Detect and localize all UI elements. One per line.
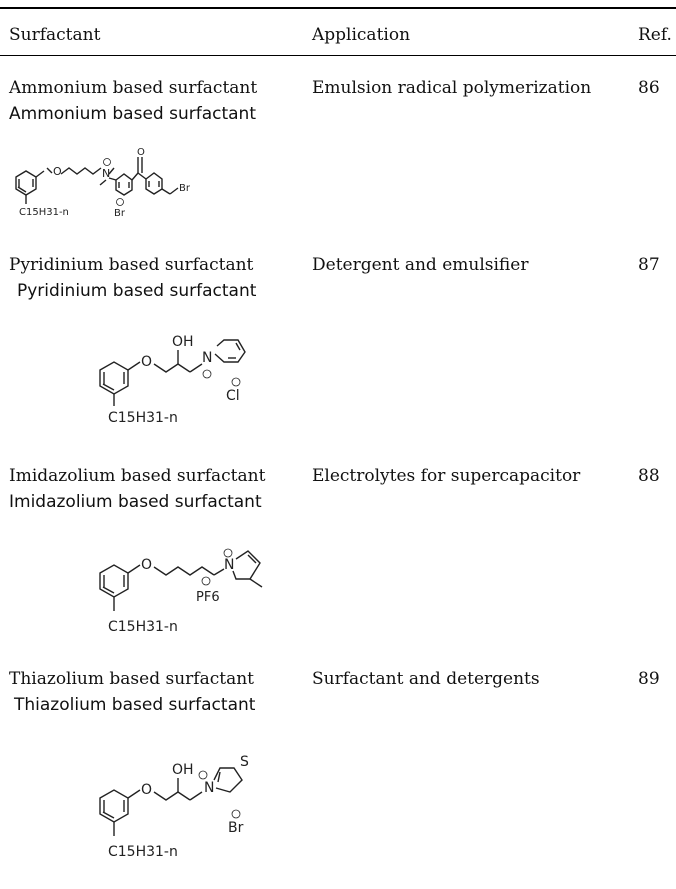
row-3-application: Electrolytes for supercapacitor: [312, 466, 581, 486]
row-1-caption: Ammonium based surfactant: [9, 104, 256, 124]
row-3-hexafluorophosphate-label: PF6: [196, 590, 220, 605]
row-4-ref: 89: [638, 669, 660, 689]
row-2-application: Detergent and emulsifier: [312, 255, 529, 275]
row-4-bromide-label: Br: [228, 820, 244, 836]
row-3-caption: Imidazolium based surfactant: [9, 492, 262, 512]
row-2-oxygen-label: O: [141, 354, 152, 370]
row-4-application: Surfactant and detergents: [312, 669, 540, 689]
row-1-ref: 86: [638, 78, 660, 98]
row-1-bromo-label: Br: [179, 183, 191, 194]
row-1-bromide-label: Br: [114, 208, 126, 219]
row-2-chloride-label: Cl: [226, 388, 240, 404]
table-top-rule: [0, 7, 676, 9]
row-4-hydroxyl-label: OH: [172, 762, 194, 778]
row-2-nitrogen-label: N: [202, 350, 212, 366]
row-3-nitrogen-label: N: [224, 557, 234, 573]
row-3-structure: O N N PF6 C15H31-n: [99, 548, 263, 635]
row-3-ref: 88: [638, 466, 660, 486]
row-4-alkyl-chain-label: C15H31-n: [108, 844, 178, 860]
row-4-sulfur-label: S: [240, 754, 249, 770]
row-3-oxygen-label: O: [141, 557, 152, 573]
row-2-structure: O OH N Cl C15H31-n: [99, 334, 246, 426]
row-1-application: Emulsion radical polymerization: [312, 78, 592, 98]
header-application: Application: [312, 25, 411, 45]
header-ref: Ref.: [638, 25, 672, 45]
row-1-nitrogen-label: N: [102, 167, 110, 180]
row-4-structure: O OH N S Br C15H31-n: [99, 754, 249, 860]
row-3-surfactant-name: Imidazolium based surfactant: [9, 466, 266, 486]
row-2-alkyl-chain-label: C15H31-n: [108, 410, 178, 426]
row-4-caption: Thiazolium based surfactant: [14, 695, 256, 715]
row-3-alkyl-chain-label: C15H31-n: [108, 619, 178, 635]
row-1-oxygen-label: O: [53, 165, 62, 178]
row-4-nitrogen-label: N: [204, 780, 214, 796]
row-1-surfactant-name: Ammonium based surfactant: [9, 78, 258, 98]
row-2-caption: Pyridinium based surfactant: [17, 281, 257, 301]
row-2-hydroxyl-label: OH: [172, 334, 194, 350]
row-4-surfactant-name: Thiazolium based surfactant: [9, 669, 254, 689]
row-1-ketone-oxygen-label: O: [137, 147, 145, 158]
row-1-structure: O N O Br C15H31-n Br: [15, 147, 191, 219]
row-4-oxygen-label: O: [141, 782, 152, 798]
row-1-alkyl-chain-label: C15H31-n: [19, 207, 69, 218]
header-surfactant: Surfactant: [9, 25, 101, 45]
row-2-surfactant-name: Pyridinium based surfactant: [9, 255, 254, 275]
table-header-rule: [0, 55, 676, 56]
row-2-ref: 87: [638, 255, 660, 275]
